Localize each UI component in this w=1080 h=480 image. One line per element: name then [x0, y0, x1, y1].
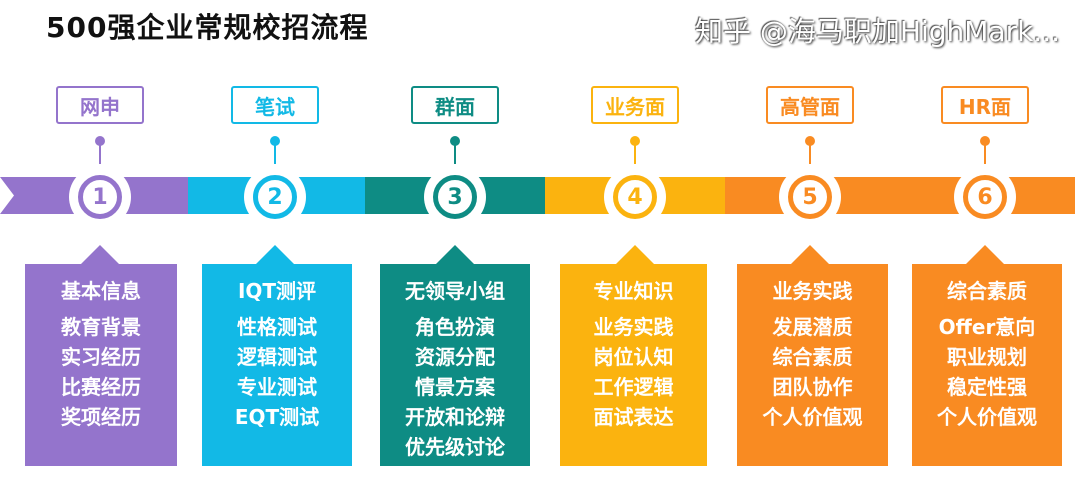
step-label: 网申	[56, 86, 144, 124]
card-pointer	[790, 245, 830, 265]
card-item: 综合素质	[772, 345, 853, 369]
step-number: 4	[613, 175, 657, 219]
card-item: 专业测试	[237, 375, 317, 399]
card-item: 岗位认知	[593, 345, 674, 369]
card-item: 团队协作	[772, 375, 853, 399]
card-pointer	[80, 245, 120, 265]
card-item: 发展潜质	[772, 315, 853, 339]
card-item: 个人价值观	[762, 405, 863, 429]
step-number: 2	[253, 175, 297, 219]
step-number-circle: 5	[779, 166, 841, 228]
card-item: 职业规划	[947, 345, 1027, 369]
connector-line	[984, 142, 986, 164]
step-label: 高管面	[766, 86, 854, 124]
step-card: IQT测评性格测试逻辑测试专业测试 EQT测试	[202, 264, 352, 466]
card-pointer	[965, 245, 1005, 265]
step-number: 5	[788, 175, 832, 219]
card-pointer	[615, 245, 655, 265]
connector-dot	[805, 136, 815, 146]
step-card: 综合素质 Offer意向职业规划稳定性强个人价值观	[912, 264, 1062, 466]
connector-dot	[270, 136, 280, 146]
step-label: HR面	[941, 86, 1029, 124]
step-number-circle: 6	[954, 166, 1016, 228]
card-pointer	[255, 245, 295, 265]
step-number-circle: 3	[424, 166, 486, 228]
card-item: 优先级讨论	[405, 435, 505, 459]
connector-line	[634, 142, 636, 164]
connector-dot	[630, 136, 640, 146]
card-heading: 专业知识	[593, 279, 674, 303]
step-card: 无领导小组角色扮演资源分配情景方案开放和论辩优先级讨论	[380, 264, 530, 466]
step-number-circle: 4	[604, 166, 666, 228]
card-item: 业务实践	[593, 315, 674, 339]
connector-line	[274, 142, 276, 164]
timeline-band	[725, 177, 1075, 214]
connector-dot	[450, 136, 460, 146]
card-heading: 综合素质	[947, 279, 1027, 303]
step-label: 业务面	[591, 86, 679, 124]
step-number: 6	[963, 175, 1007, 219]
step-number-circle: 2	[244, 166, 306, 228]
card-item: 逻辑测试	[237, 345, 317, 369]
card-item: 稳定性强	[947, 375, 1027, 399]
connector-line	[454, 142, 456, 164]
card-item: 资源分配	[415, 345, 495, 369]
card-item: 实习经历	[61, 345, 141, 369]
connector-line	[99, 142, 101, 164]
step-card: 专业知识业务实践岗位认知工作逻辑面试表达	[560, 264, 707, 466]
card-pointer	[435, 245, 475, 265]
card-heading: IQT测评	[237, 279, 317, 303]
card-item: 教育背景	[61, 315, 141, 339]
connector-dot	[980, 136, 990, 146]
card-item: 角色扮演	[415, 315, 495, 339]
card-item: 面试表达	[593, 405, 674, 429]
card-item: Offer意向	[938, 315, 1036, 339]
card-item: 奖项经历	[61, 405, 141, 429]
step-label: 笔试	[231, 86, 319, 124]
watermark: 知乎 @海马职加HighMark...	[695, 15, 1060, 48]
card-item: 工作逻辑	[593, 375, 674, 399]
card-item: 比赛经历	[61, 375, 141, 399]
step-card: 基本信息教育背景实习经历比赛经历奖项经历	[25, 264, 177, 466]
step-number: 3	[433, 175, 477, 219]
card-item: 个人价值观	[937, 405, 1037, 429]
step-card: 业务实践发展潜质综合素质团队协作个人价值观	[737, 264, 888, 466]
card-item: 开放和论辩	[405, 405, 505, 429]
step-number: 1	[78, 175, 122, 219]
page-title: 500强企业常规校招流程	[46, 11, 369, 44]
connector-line	[809, 142, 811, 164]
card-heading: 基本信息	[61, 279, 141, 303]
step-number-circle: 1	[69, 166, 131, 228]
card-item: 情景方案	[415, 375, 495, 399]
card-item: EQT测试	[234, 405, 320, 429]
connector-dot	[95, 136, 105, 146]
card-heading: 无领导小组	[405, 279, 505, 303]
step-label: 群面	[411, 86, 499, 124]
card-item: 性格测试	[237, 315, 317, 339]
card-heading: 业务实践	[772, 279, 853, 303]
